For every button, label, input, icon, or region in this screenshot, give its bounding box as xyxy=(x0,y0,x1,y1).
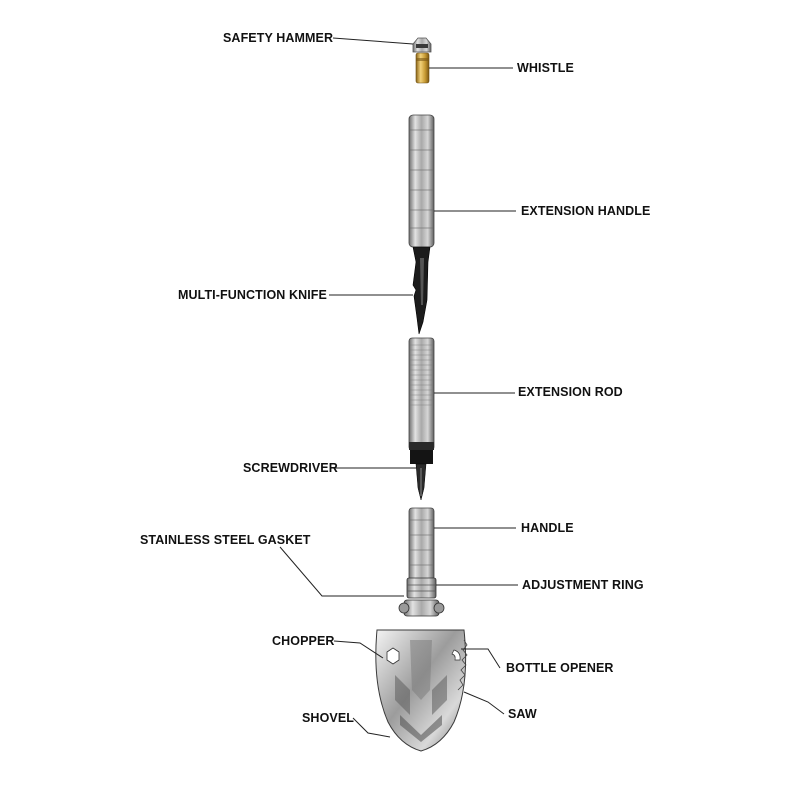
label-bottle-opener: BOTTLE OPENER xyxy=(506,661,614,675)
leader-bottle-opener xyxy=(461,648,501,669)
label-stainless-steel-gasket: STAINLESS STEEL GASKET xyxy=(140,533,311,547)
label-chopper: CHOPPER xyxy=(272,634,335,648)
screwdriver-part xyxy=(410,450,433,501)
leader-shovel xyxy=(352,717,391,738)
label-handle: HANDLE xyxy=(521,521,574,535)
extension-rod-part xyxy=(408,337,435,451)
leader-stainless-steel-gasket xyxy=(279,546,404,597)
stainless-steel-gasket-part xyxy=(398,599,445,617)
label-safety-hammer: SAFETY HAMMER xyxy=(223,31,334,45)
leader-chopper xyxy=(333,640,384,659)
label-extension-rod: EXTENSION ROD xyxy=(518,385,623,399)
safety-hammer-part xyxy=(412,37,432,53)
label-multi-function-knife: MULTI-FUNCTION KNIFE xyxy=(178,288,327,302)
leader-safety-hammer xyxy=(332,37,414,45)
handle-part xyxy=(408,507,435,581)
leader-saw xyxy=(463,691,505,715)
multi-function-knife-part xyxy=(412,246,431,335)
adjustment-ring-part xyxy=(406,577,437,599)
label-saw: SAW xyxy=(508,707,537,721)
label-screwdriver: SCREWDRIVER xyxy=(243,461,338,475)
whistle-part xyxy=(415,52,430,84)
label-extension-handle: EXTENSION HANDLE xyxy=(521,204,651,218)
shovel-blade-part xyxy=(375,629,468,752)
label-whistle: WHISTLE xyxy=(517,61,574,75)
label-adjustment-ring: ADJUSTMENT RING xyxy=(522,578,644,592)
label-shovel: SHOVEL xyxy=(302,711,354,725)
extension-handle-part xyxy=(408,114,435,248)
